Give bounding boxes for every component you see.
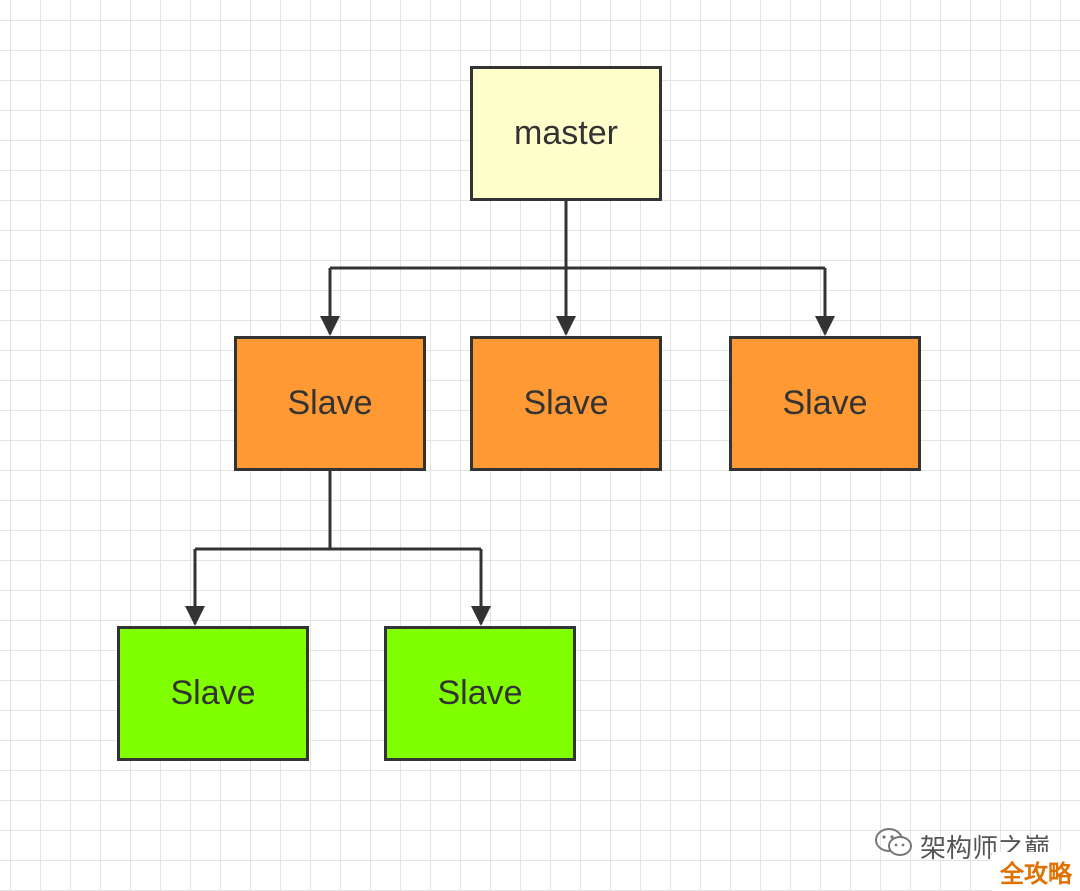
watermark-badge: 全攻略 (992, 852, 1080, 891)
node-slave-1-1-label: Slave (170, 674, 256, 712)
node-slave-1-2: Slave (384, 626, 576, 761)
node-slave-2-label: Slave (523, 384, 609, 422)
node-slave-2: Slave (470, 336, 662, 471)
node-master: master (470, 66, 662, 201)
node-slave-1-2-label: Slave (437, 674, 523, 712)
node-slave-1-1: Slave (117, 626, 309, 761)
node-slave-1-label: Slave (287, 384, 373, 422)
node-slave-1: Slave (234, 336, 426, 471)
wechat-icon (874, 826, 914, 867)
node-master-label: master (514, 114, 618, 152)
node-slave-3: Slave (729, 336, 921, 471)
node-slave-3-label: Slave (782, 384, 868, 422)
